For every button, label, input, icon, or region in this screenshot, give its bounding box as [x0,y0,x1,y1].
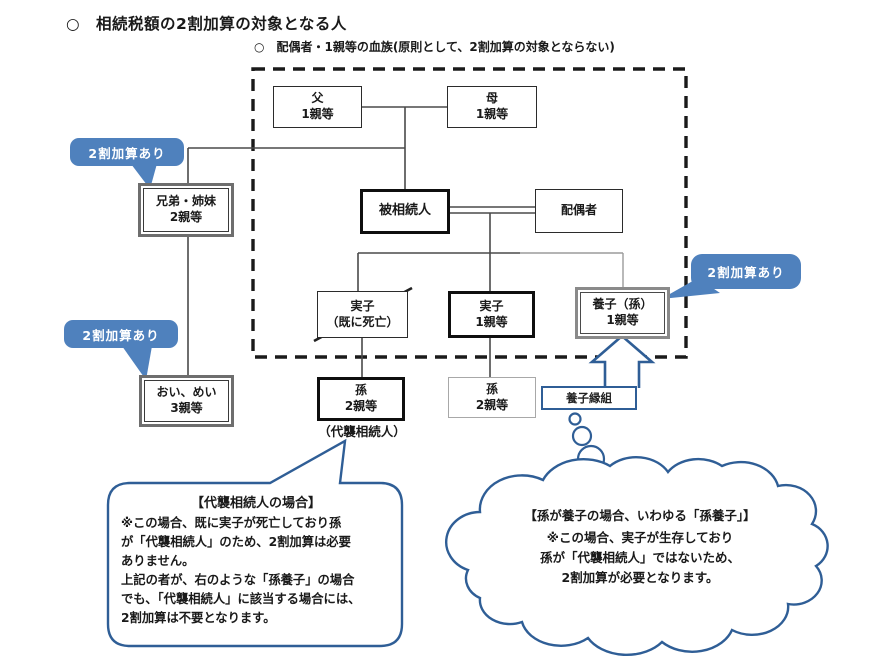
section-note: ○ 配偶者・1親等の血族(原則として、2割加算の対象とならない) [254,40,615,54]
node-grandchild-adopted-side: 孫 2親等 [448,377,536,418]
node-biological-child: 実子 1親等 [448,291,535,338]
badge-tails [122,160,720,380]
cloud-bubble-shape [445,455,829,657]
node-nephew-niece: おい、めい 3親等 [144,380,229,422]
speech-bubble-body: ※この場合、既に実子が死亡しており孫 が「代襲相続人」のため、2割加算は必要 あ… [121,516,361,625]
page-title: ○ 相続税額の2割加算の対象となる人 [66,15,347,33]
node-adopted-grandchild: 養子（孫） 1親等 [580,292,665,334]
surcharge-badge-siblings: 2割加算あり [70,138,184,166]
adoption-link-label: 養子縁組 [541,386,637,410]
adoption-up-arrow [588,334,656,388]
node-siblings: 兄弟・姉妹 2親等 [143,188,229,232]
node-father: 父 1親等 [273,86,362,128]
node-mother: 母 1親等 [447,86,537,128]
cloud-bubble-body: ※この場合、実子が生存しており 孫が「代襲相続人」ではないため、 2割加算が必要… [539,530,740,585]
node-deceased-child: 実子 （既に死亡） [317,291,408,338]
node-spouse: 配偶者 [535,189,623,233]
speech-bubble-shape [106,438,404,648]
cloud-bubble-title: 【孫が養子の場合、いわゆる「孫養子」】 [524,508,756,523]
node-decedent: 被相続人 [360,189,450,234]
adoption-connector-lines [520,252,624,289]
surcharge-badge-adopted: 2割加算あり [691,254,801,289]
representation-heir-caption: （代襲相続人） [318,424,406,439]
family-connector-lines [187,106,535,378]
speech-bubble-title: 【代襲相続人の場合】 [190,496,321,511]
surcharge-badge-nephew: 2割加算あり [64,320,178,348]
node-grandchild-heir: 孫 2親等 [317,377,405,421]
